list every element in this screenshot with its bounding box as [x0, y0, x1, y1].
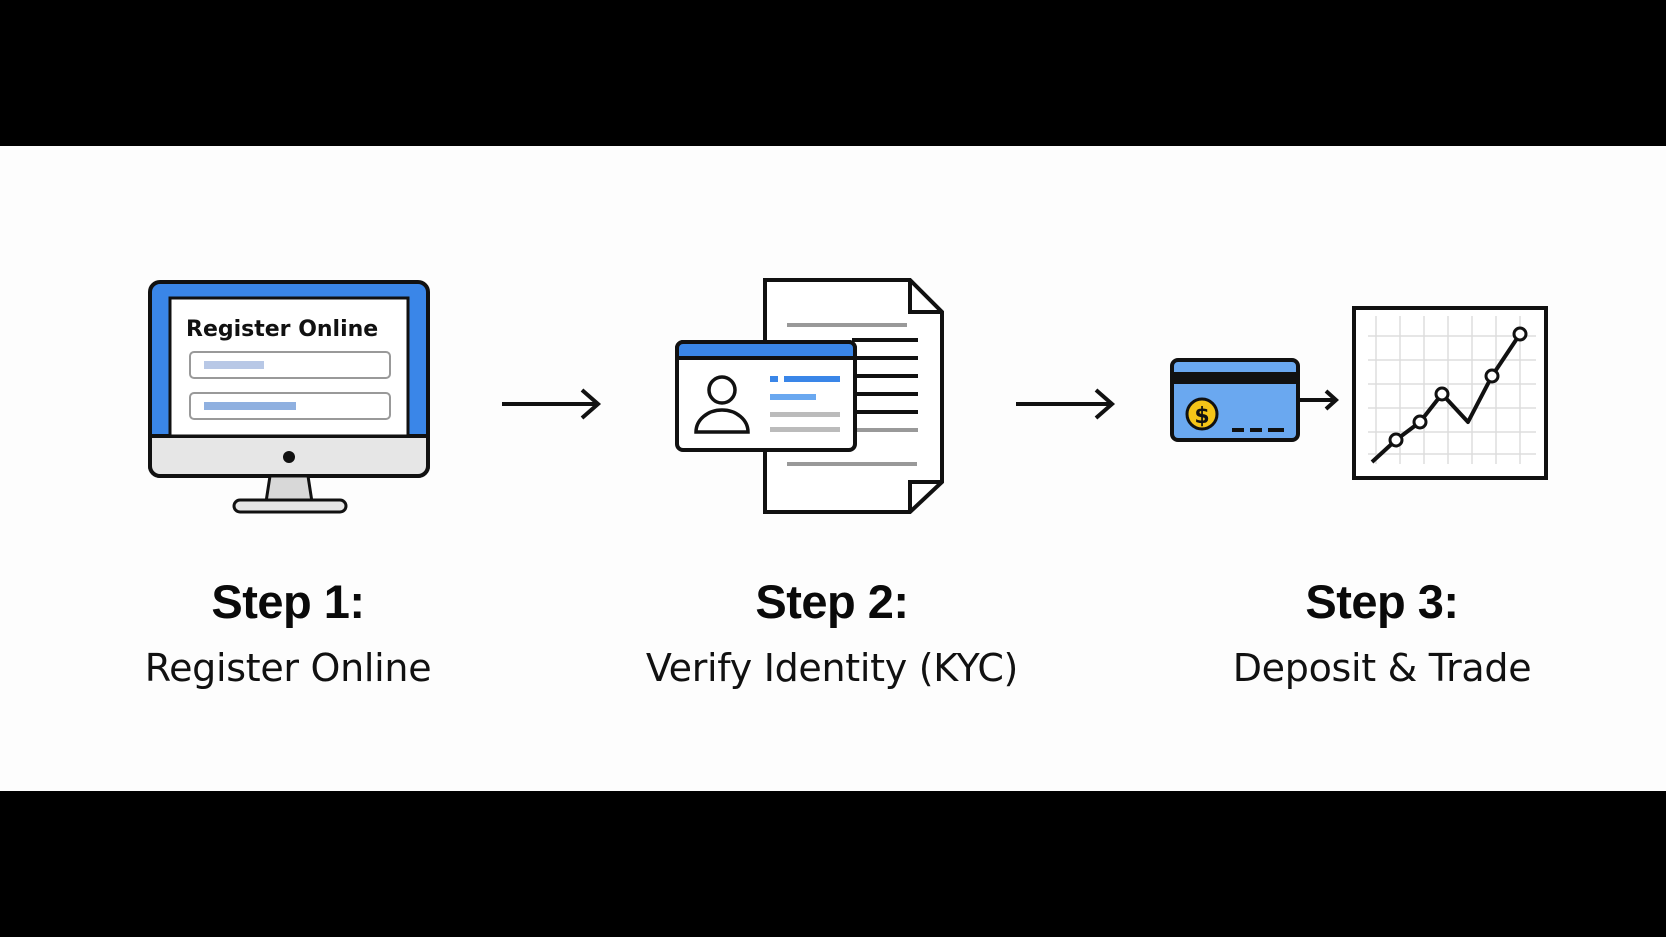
monitor-screen-heading: Register Online [186, 317, 378, 342]
letterbox-top [0, 0, 1666, 146]
credit-card-icon: $ [1170, 358, 1300, 442]
arrow-right-icon [502, 388, 602, 420]
monitor-form-icon: Register Online [148, 280, 430, 514]
step-1-caption: Register Online [144, 646, 432, 690]
id-card-document-icon [675, 278, 944, 514]
letterbox-bottom [0, 791, 1666, 937]
dollar-icon: $ [1194, 404, 1209, 429]
step-2-title: Step 2: [755, 575, 909, 628]
arrow-right-icon [1016, 388, 1116, 420]
step-2: Step 2: Verify Identity (KYC) [582, 146, 1082, 791]
line-chart-icon [1352, 306, 1548, 480]
form-field-1 [189, 351, 391, 379]
step-1-title: Step 1: [211, 575, 365, 628]
step-3: $ [1132, 146, 1632, 791]
card-to-chart-icon: $ [1170, 306, 1548, 480]
arrow-right-icon [1300, 389, 1339, 411]
step-3-title: Step 3: [1305, 575, 1459, 628]
step-3-caption: Deposit & Trade [1232, 646, 1532, 690]
step-1: Register Online Step 1: Register Online [38, 146, 538, 791]
step-2-caption: Verify Identity (KYC) [645, 646, 1019, 690]
steps-panel: Register Online Step 1: Register Online [0, 146, 1666, 791]
